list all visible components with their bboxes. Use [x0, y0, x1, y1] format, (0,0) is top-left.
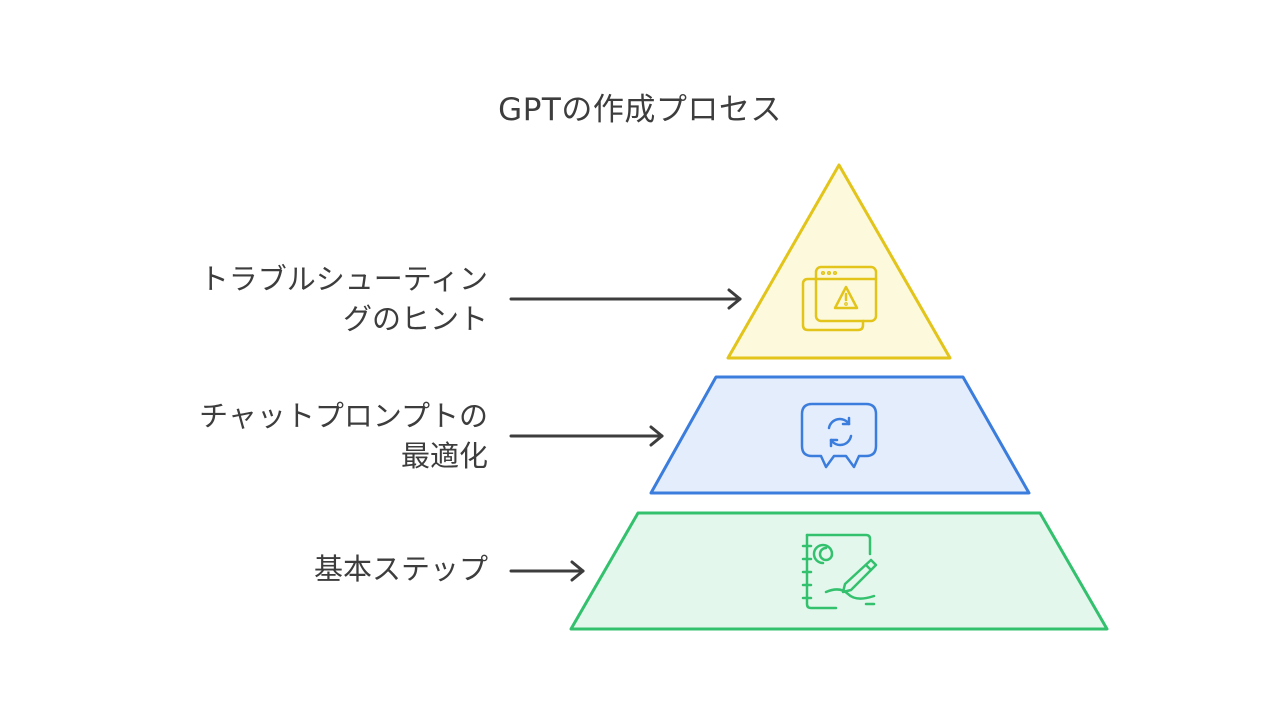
- level-2-label: チャットプロンプトの 最適化: [199, 396, 488, 476]
- level-1-label: トラブルシューティン グのヒント: [200, 259, 488, 339]
- level-3-label-line-1: 基本ステップ: [313, 552, 488, 586]
- pyramid-top-triangle: [726, 163, 952, 360]
- level-3-label: 基本ステップ: [314, 549, 488, 589]
- level-2-label-line-1: チャットプロンプトの: [199, 399, 488, 433]
- browser-warning-icon: [801, 265, 878, 332]
- chat-refresh-icon: [800, 402, 878, 469]
- level-1-label-line-2: グのヒント: [342, 302, 488, 336]
- level-1-label-line-1: トラブルシューティン: [199, 262, 488, 296]
- level-2-label-line-2: 最適化: [400, 439, 488, 473]
- notebook-pen-icon: [801, 533, 878, 610]
- arrow-level-3: [509, 560, 585, 582]
- pyramid-middle-trapezoid: [649, 375, 1031, 495]
- diagram-title: GPTの作成プロセス: [498, 92, 782, 128]
- arrow-level-1: [509, 288, 742, 310]
- arrow-level-2: [509, 425, 664, 447]
- pyramid-bottom-trapezoid: [569, 511, 1109, 631]
